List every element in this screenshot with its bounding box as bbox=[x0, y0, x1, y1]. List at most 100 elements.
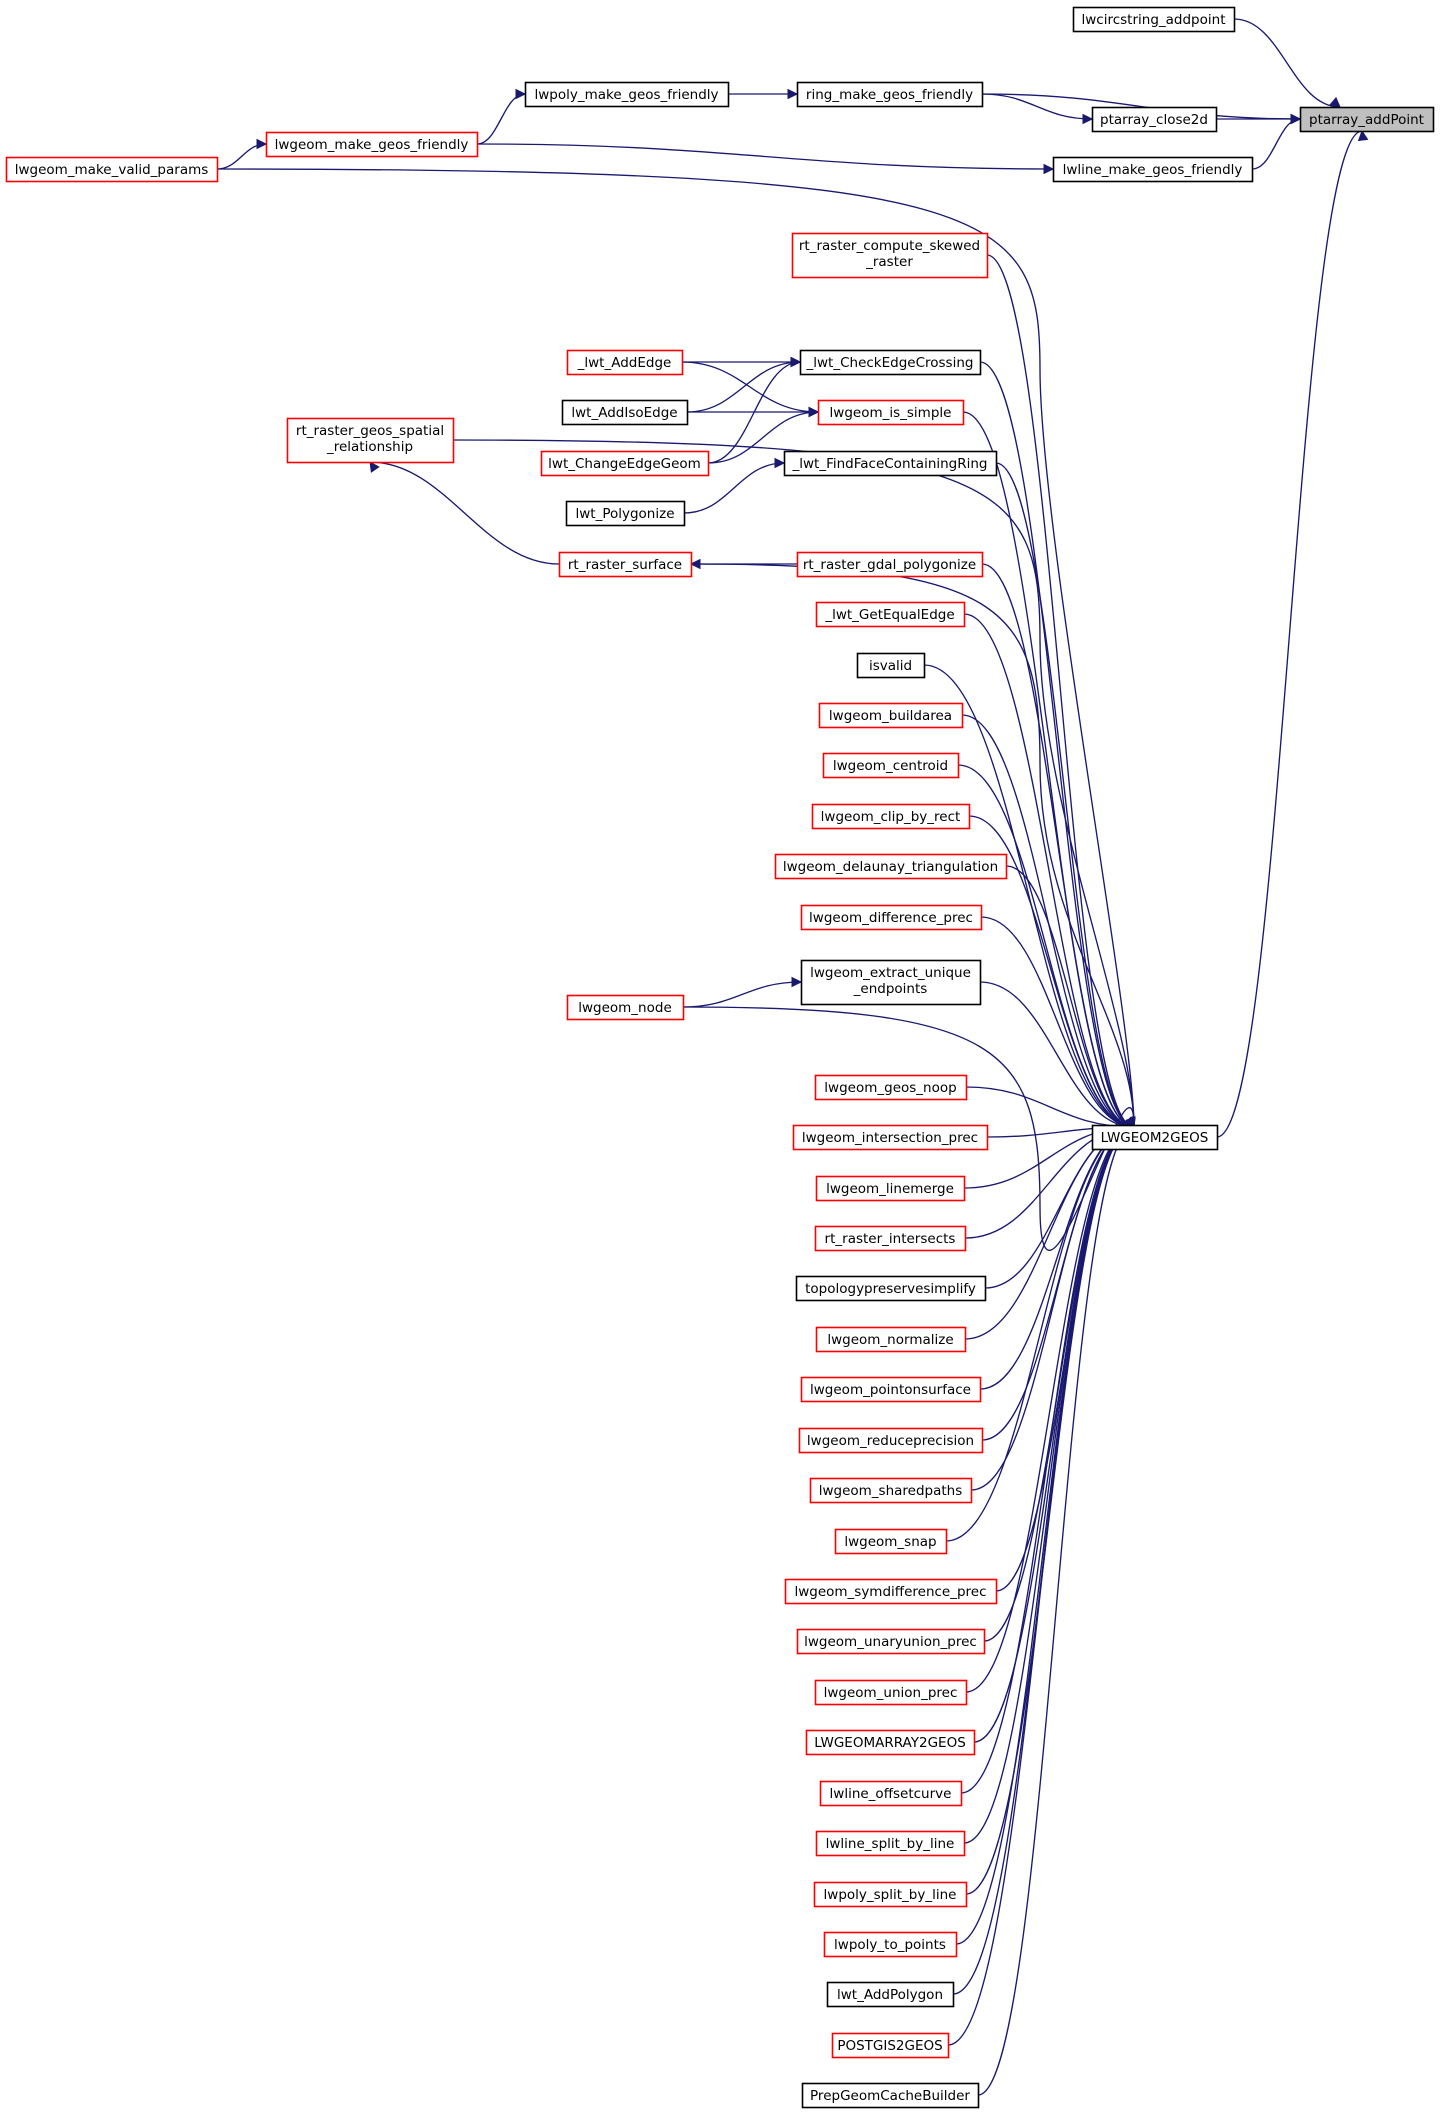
edge-lwgeom2geos-to-ptarray-addpoint bbox=[1216, 129, 1369, 1138]
node-rt-raster-surface[interactable]: rt_raster_surface bbox=[558, 551, 693, 578]
node-rt-raster-gdal-polygonize[interactable]: rt_raster_gdal_polygonize bbox=[796, 551, 984, 578]
node-lwgeom-clip-by-rect[interactable]: lwgeom_clip_by_rect bbox=[811, 803, 971, 830]
arrowhead bbox=[787, 88, 799, 100]
edge-path bbox=[682, 981, 802, 1008]
node-box bbox=[561, 399, 689, 426]
node-box bbox=[540, 450, 710, 477]
node-lwgeom-reduceprecision[interactable]: lwgeom_reduceprecision bbox=[798, 1427, 984, 1454]
node-box bbox=[774, 853, 1008, 880]
node-lwgeom-difference-prec[interactable]: lwgeom_difference_prec bbox=[800, 904, 983, 931]
node-lwt-findfacecontainingring[interactable]: _lwt_FindFaceContainingRing bbox=[783, 450, 998, 477]
node-lwcircstring-addpoint[interactable]: lwcircstring_addpoint bbox=[1072, 6, 1236, 33]
node-label: _endpoints bbox=[853, 981, 928, 997]
node-lwgeom2geos[interactable]: LWGEOM2GEOS bbox=[1091, 1124, 1219, 1151]
node-lwgeom-buildarea[interactable]: lwgeom_buildarea bbox=[818, 702, 964, 729]
node-label: lwgeom_normalize bbox=[827, 1332, 953, 1348]
edge-lwpoly-make-geos-friendly-to-ring-make-geos-friendly bbox=[728, 88, 799, 100]
node-label: lwgeom_make_valid_params bbox=[15, 162, 209, 178]
node-box bbox=[798, 1427, 984, 1454]
node-box bbox=[796, 81, 984, 108]
node-label: ptarray_close2d bbox=[1100, 112, 1208, 128]
edge-path bbox=[1005, 865, 1135, 1128]
node-lwgeom-symdifference-prec[interactable]: lwgeom_symdifference_prec bbox=[784, 1578, 998, 1605]
node-lwt-getequaledge[interactable]: _lwt_GetEqualEdge bbox=[815, 601, 966, 628]
node-lwline-make-geos-friendly[interactable]: lwline_make_geos_friendly bbox=[1052, 156, 1254, 183]
node-lwgeomarray2geos[interactable]: LWGEOMARRAY2GEOS bbox=[805, 1729, 976, 1756]
node-box bbox=[819, 1780, 963, 1807]
node-lwgeom-delaunay-triangulation[interactable]: lwgeom_delaunay_triangulation bbox=[774, 853, 1008, 880]
node-prepgeomcachebuilder[interactable]: PrepGeomCacheBuilder bbox=[801, 2082, 980, 2109]
node-label: lwgeom_linemerge bbox=[826, 1181, 954, 1197]
node-box bbox=[817, 399, 965, 426]
node-ptarray-close2d[interactable]: ptarray_close2d bbox=[1091, 106, 1218, 133]
node-lwline-offsetcurve[interactable]: lwline_offsetcurve bbox=[819, 1780, 963, 1807]
edge-path bbox=[476, 143, 1054, 170]
node-label: isvalid bbox=[869, 658, 912, 674]
node-lwt-addedge[interactable]: _lwt_AddEdge bbox=[566, 349, 684, 376]
node-label: lwt_ChangeEdgeGeom bbox=[548, 456, 701, 472]
edge-lwgeom-make-valid-params-to-lwgeom-make-geos-friendly bbox=[216, 138, 268, 170]
node-lwpoly-split-by-line[interactable]: lwpoly_split_by_line bbox=[813, 1881, 968, 1908]
node-lwpoly-to-points[interactable]: lwpoly_to_points bbox=[823, 1931, 958, 1958]
node-label: lwgeom_union_prec bbox=[824, 1685, 958, 1701]
edge-lwgeom-make-geos-friendly-to-lwline-make-geos-friendly bbox=[476, 143, 1055, 175]
edge-lwgeom-union-prec-to-lwgeom2geos bbox=[965, 1126, 1135, 1693]
node-isvalid[interactable]: isvalid bbox=[856, 652, 926, 679]
node-lwgeom-make-geos-friendly[interactable]: lwgeom_make_geos_friendly bbox=[265, 131, 479, 158]
node-label: lwline_make_geos_friendly bbox=[1063, 162, 1243, 178]
node-lwt-polygonize[interactable]: lwt_Polygonize bbox=[565, 500, 686, 527]
node-lwgeom-intersection-prec[interactable]: lwgeom_intersection_prec bbox=[792, 1124, 989, 1151]
edge-path bbox=[955, 1126, 1135, 1945]
node-lwgeom-node[interactable]: lwgeom_node bbox=[566, 994, 685, 1021]
node-rt-raster-compute-skewed-raster[interactable]: rt_raster_compute_skewed_raster bbox=[791, 232, 989, 279]
node-label: lwpoly_make_geos_friendly bbox=[534, 87, 718, 103]
node-lwgeom-pointonsurface[interactable]: lwgeom_pointonsurface bbox=[800, 1376, 982, 1403]
node-box bbox=[815, 601, 966, 628]
node-label: lwgeom_buildarea bbox=[829, 708, 952, 724]
node-box bbox=[856, 652, 926, 679]
node-ring-make-geos-friendly[interactable]: ring_make_geos_friendly bbox=[796, 81, 984, 108]
node-postgis2geos[interactable]: POSTGIS2GEOS bbox=[831, 2032, 950, 2059]
node-lwgeom-extract-unique-endpoints[interactable]: lwgeom_extract_unique_endpoints bbox=[800, 959, 982, 1006]
edge-path bbox=[369, 461, 560, 565]
node-lwline-split-by-line[interactable]: lwline_split_by_line bbox=[815, 1830, 966, 1857]
node-lwt-addpolygon[interactable]: lwt_AddPolygon bbox=[826, 1981, 955, 2008]
edge-rt-raster-gdal-polygonize-to-rt-raster-surface bbox=[689, 558, 798, 570]
node-lwgeom-linemerge[interactable]: lwgeom_linemerge bbox=[815, 1175, 966, 1202]
node-lwt-changeedgegeom[interactable]: lwt_ChangeEdgeGeom bbox=[540, 450, 710, 477]
node-label: lwgeom_clip_by_rect bbox=[821, 809, 961, 825]
arrowhead bbox=[808, 406, 820, 418]
node-label: lwline_offsetcurve bbox=[830, 1786, 952, 1802]
node-rt-raster-geos-spatial-relationship[interactable]: rt_raster_geos_spatial_relationship bbox=[286, 417, 455, 464]
edge-path bbox=[1233, 18, 1341, 108]
node-lwt-checkedgecrossing[interactable]: _lwt_CheckEdgeCrossing bbox=[799, 349, 982, 376]
node-box bbox=[800, 904, 983, 931]
node-lwgeom-union-prec[interactable]: lwgeom_union_prec bbox=[814, 1679, 968, 1706]
node-lwgeom-make-valid-params[interactable]: lwgeom_make_valid_params bbox=[5, 156, 219, 183]
node-box bbox=[566, 994, 685, 1021]
node-ptarray-addpoint[interactable]: ptarray_addPoint bbox=[1299, 106, 1435, 133]
node-lwgeom-is-simple[interactable]: lwgeom_is_simple bbox=[817, 399, 965, 426]
node-box bbox=[800, 959, 982, 1006]
node-rt-raster-intersects[interactable]: rt_raster_intersects bbox=[814, 1225, 967, 1252]
node-label: ring_make_geos_friendly bbox=[806, 87, 973, 103]
arrowhead bbox=[1043, 163, 1055, 175]
node-topologypreservesimplify[interactable]: topologypreservesimplify bbox=[795, 1275, 987, 1302]
node-box bbox=[814, 1225, 967, 1252]
node-lwpoly-make-geos-friendly[interactable]: lwpoly_make_geos_friendly bbox=[524, 81, 730, 108]
edge-path bbox=[947, 1126, 1135, 2046]
node-lwgeom-geos-noop[interactable]: lwgeom_geos_noop bbox=[814, 1074, 968, 1101]
edge-lwline-make-geos-friendly-to-ptarray-addpoint bbox=[1251, 113, 1302, 170]
node-box bbox=[565, 500, 686, 527]
node-lwgeom-unaryunion-prec[interactable]: lwgeom_unaryunion_prec bbox=[796, 1628, 986, 1655]
node-lwgeom-sharedpaths[interactable]: lwgeom_sharedpaths bbox=[809, 1477, 973, 1504]
node-lwt-addisoedge[interactable]: lwt_AddIsoEdge bbox=[561, 399, 689, 426]
node-label: lwgeom_intersection_prec bbox=[802, 1130, 978, 1146]
node-lwgeom-centroid[interactable]: lwgeom_centroid bbox=[822, 752, 960, 779]
node-label: rt_raster_surface bbox=[568, 557, 682, 573]
node-label: LWGEOM2GEOS bbox=[1101, 1130, 1209, 1146]
edge-path bbox=[979, 981, 1135, 1128]
node-lwgeom-snap[interactable]: lwgeom_snap bbox=[834, 1528, 948, 1555]
node-lwgeom-normalize[interactable]: lwgeom_normalize bbox=[815, 1326, 967, 1353]
node-label: lwgeom_node bbox=[578, 1000, 672, 1016]
